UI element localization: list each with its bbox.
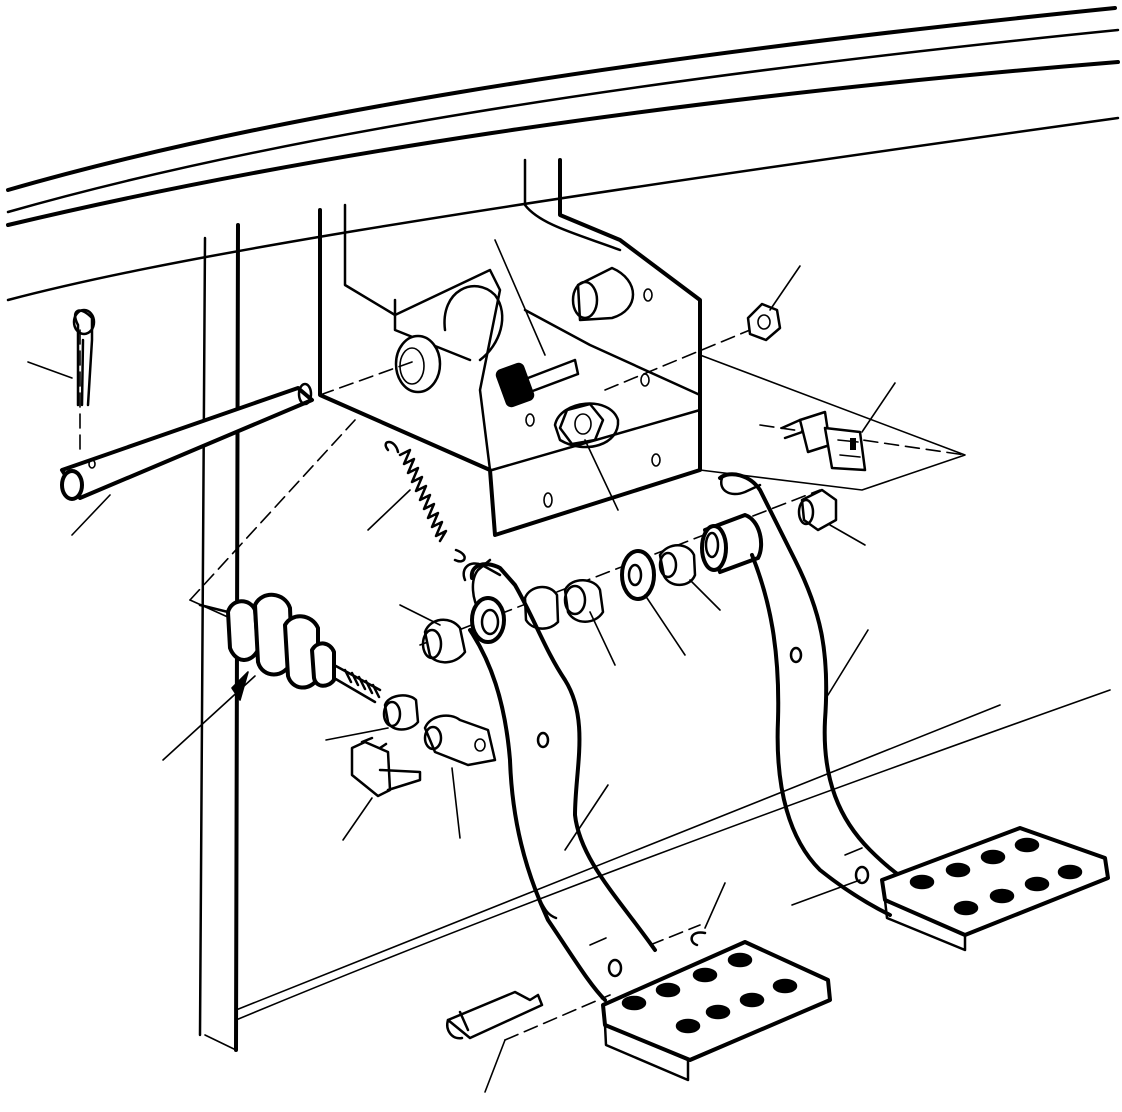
return-spring — [384, 440, 466, 563]
stop-light-switch — [780, 410, 867, 472]
clutch-pedal — [462, 558, 657, 1002]
retaining-clip — [350, 736, 422, 798]
clutch-pedal-pad — [601, 940, 832, 1082]
callout-leaders — [27, 239, 896, 1093]
nut — [746, 302, 782, 342]
clevis — [423, 714, 497, 767]
bushing-right — [797, 488, 838, 532]
pedal-support-bracket — [318, 158, 702, 537]
clevis-pin — [446, 990, 544, 1040]
snap-ring — [690, 931, 707, 947]
cotter-pin — [72, 308, 96, 407]
firewall-post — [198, 223, 1111, 1052]
master-cylinder — [198, 592, 382, 704]
lock-nut — [382, 694, 420, 731]
bracket-nut — [553, 402, 620, 449]
brake-pedal-pad — [880, 826, 1110, 952]
pivot-shaft — [60, 382, 314, 501]
brake-pedal — [718, 472, 917, 917]
dashboard-outline — [6, 6, 1120, 302]
adjusting-bolt — [495, 358, 580, 408]
